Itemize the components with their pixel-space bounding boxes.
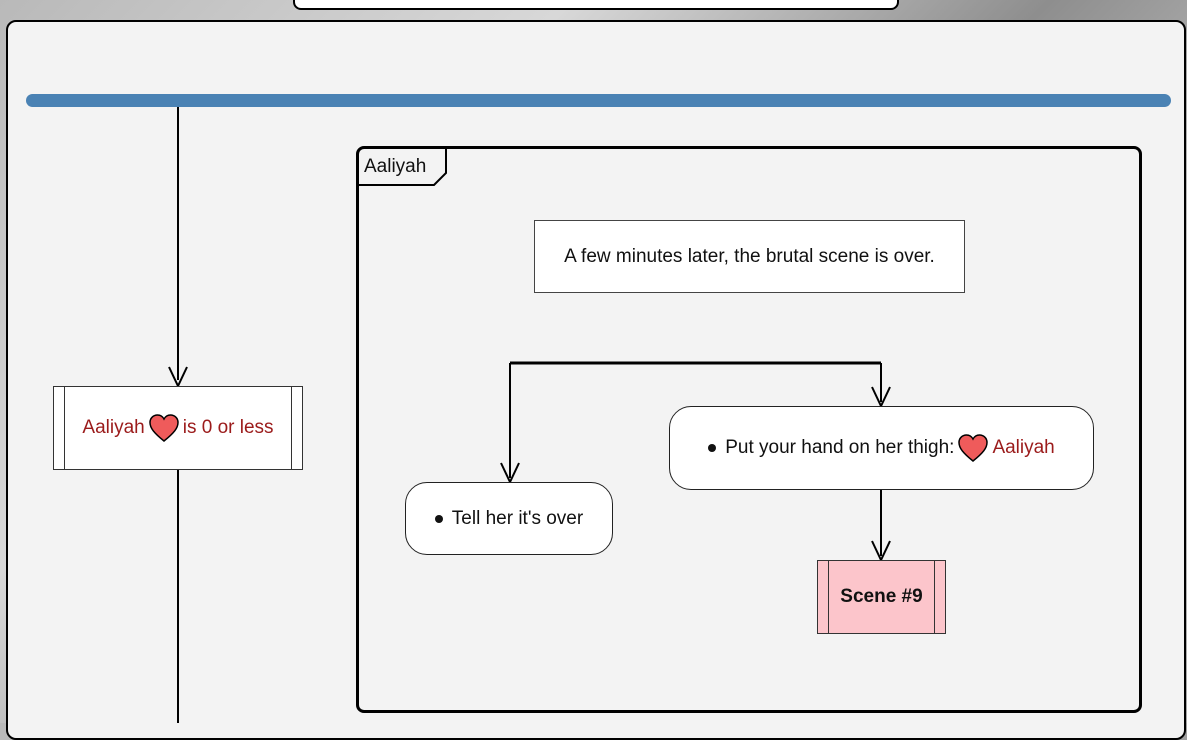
heart-icon [958,434,989,462]
diagram-panel [6,20,1186,740]
condition-name: Aaliyah [82,417,145,438]
narration-box: A few minutes later, the brutal scene is… [534,220,965,293]
top-tab [293,0,899,10]
condition-suffix: is 0 or less [182,417,274,438]
bullet-icon [434,514,443,523]
condition-box: Aaliyah is 0 or less [53,386,303,470]
heart-icon [148,414,179,442]
choice-left-text: Tell her it's over [451,507,584,529]
scene-box: Scene #9 [817,560,946,634]
frame-label: Aaliyah [360,150,434,184]
partition-frame [356,146,1142,713]
choice-hand-thigh[interactable]: Put your hand on her thigh: Aaliyah [669,406,1094,490]
choice-right-text: Put your hand on her thigh: [725,437,955,458]
narration-text: A few minutes later, the brutal scene is… [564,245,935,267]
bullet-icon [708,444,717,452]
frame-label-tab [359,149,447,186]
choice-right-name: Aaliyah [992,437,1055,458]
choice-tell-her[interactable]: Tell her it's over [405,482,613,555]
scene-text: Scene #9 [840,586,923,607]
frame-label-text: Aaliyah [364,156,427,177]
